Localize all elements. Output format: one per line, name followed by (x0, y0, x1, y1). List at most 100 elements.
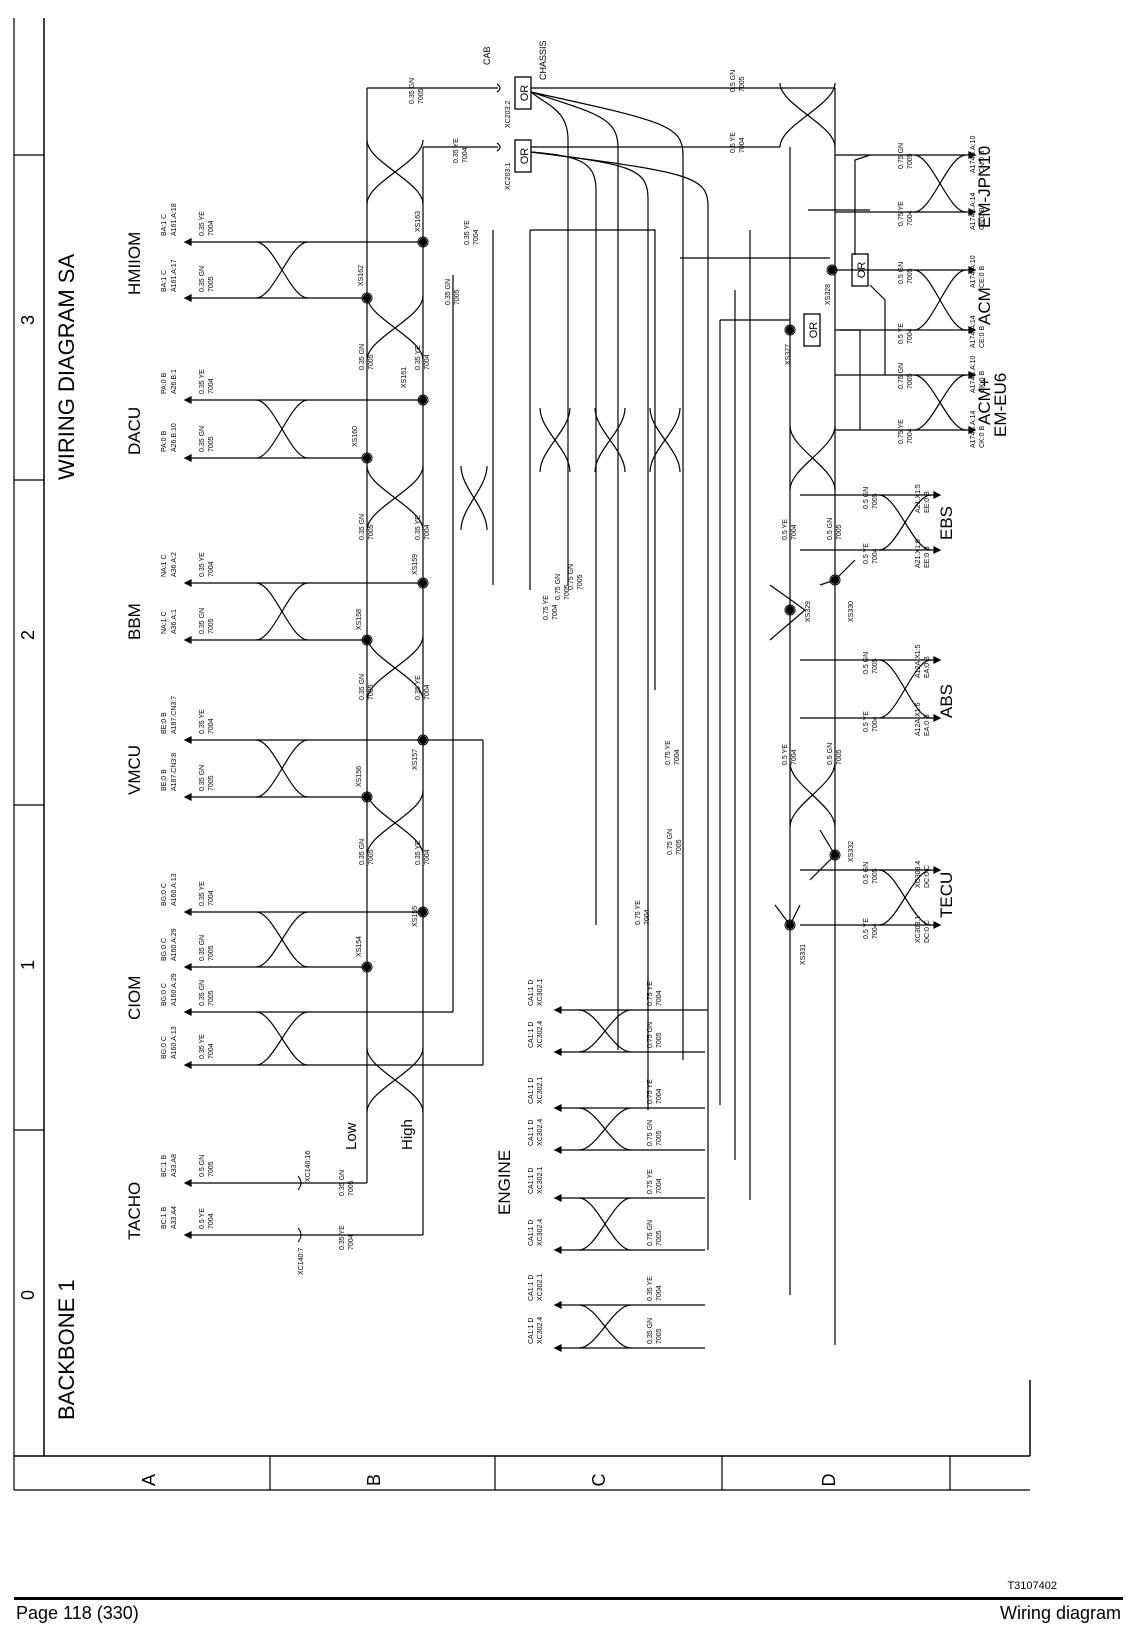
right-code-acm-0: 7005 (907, 268, 914, 284)
right-conn-tecu-1: DC:0 C (924, 920, 931, 943)
code-dacu-0: 7005 (208, 436, 215, 452)
column-label-2: 2 (18, 630, 38, 640)
b-wire-5: 0.35 YE (415, 675, 422, 700)
code-tacho-1: 7004 (208, 1213, 215, 1229)
conn-vmcu-0: BE:0 B (161, 769, 168, 791)
fan-2 (530, 91, 684, 156)
arrow-ciom-0 (183, 908, 192, 916)
right-wire-acm-1: 0.5 YE (898, 323, 905, 344)
right-arrow-ebs-0 (933, 491, 942, 499)
right-wire-abs-1: 0.5 YE (863, 711, 870, 732)
b-wire-1: 0.35 YE (415, 345, 422, 370)
c-code-5: 7004 (644, 909, 651, 925)
splice-label-xs160: XS160 (352, 426, 359, 447)
d-cross-b (819, 559, 856, 586)
splice-label-xs159: XS159 (412, 554, 419, 575)
arrow-ciom-2 (183, 1008, 192, 1016)
right-wire-abs-0: 0.5 GN (863, 652, 870, 674)
ecu-label-em-jpn10: EM-JPN10 (975, 146, 994, 228)
right-wire-tecu-1: 0.5 YE (863, 918, 870, 939)
right-arrow-em-jpn10-0 (968, 151, 977, 159)
b-code-6: 7005 (368, 849, 375, 865)
fan-4 (530, 151, 649, 199)
conn-vmcu-1: BE:0 B (161, 712, 168, 734)
engine-pin-1-0: XC302.1 (537, 1077, 544, 1104)
splice-hmiiom-0-ring (361, 292, 373, 304)
right-conn-acm-1: CE:0 B (979, 325, 986, 348)
splice-label-xs329: XS329 (805, 601, 812, 622)
splice-label-xs332: XS332 (848, 841, 855, 862)
d-link-jpn-a (854, 154, 871, 255)
d-code-1: 7005 (836, 524, 843, 540)
right-code-acm-1: 7004 (907, 328, 914, 344)
wire-ciom-0: 0.35 YE (199, 881, 206, 906)
ecu-label-vmcu: VMCU (125, 745, 144, 795)
splice-label-xs155: XS155 (412, 906, 419, 927)
column-label-3: 3 (18, 315, 38, 325)
splice-ciom-0 (418, 907, 428, 917)
right-arrow-abs-1 (933, 714, 942, 722)
d-cross-a (769, 584, 806, 641)
wires (183, 76, 977, 1352)
d-twist-b (789, 762, 836, 828)
conn-ciom-3: BG:0 C (161, 1036, 168, 1059)
arrow-tacho-0 (183, 1179, 192, 1187)
backbone-twist-5 (366, 1047, 424, 1113)
right-conn-ebs-1: EE:0 B (924, 546, 931, 568)
arrow-dacu-0 (183, 454, 192, 462)
right-conn-tecu-0: DC:0 C (924, 865, 931, 888)
d-wire-2: 0.5 YE (782, 744, 789, 765)
right-pin-em-jpn10-0: A174B.A:10 (970, 136, 977, 173)
right-pin-tecu-0: XC303.4 (915, 861, 922, 888)
right-arrow-acm--1 (968, 426, 977, 434)
engine-code-1-1: 7005 (656, 1130, 663, 1146)
chassis-top-wire-gn: 0.5 GN (730, 70, 737, 92)
engine-wire-2-1: 0.75 GN (647, 1220, 654, 1246)
b-code-1: 7004 (424, 354, 431, 370)
right-pin-abs-0: A12A.X1:5 (915, 644, 922, 678)
right-code-ebs-1: 7004 (872, 548, 879, 564)
ecu-label-tacho: TACHO (125, 1182, 144, 1240)
splice-ciom-1-ring (361, 961, 373, 973)
right-twist-ebs (878, 494, 932, 551)
arrow-tacho-1 (183, 1231, 192, 1239)
arrow-dacu-1 (183, 396, 192, 404)
pin-ciom-1: A160.A:29 (171, 928, 178, 961)
ecu-label-hmiiom: HMIIOM (125, 232, 144, 295)
arrow-vmcu-1 (183, 736, 192, 744)
splice-label-xs328: XS328 (825, 284, 832, 305)
conn-ciom-2: BG:0 C (161, 983, 168, 1006)
or-box-acm-plus-text: OR (808, 322, 820, 339)
twist-vmcu (255, 739, 309, 798)
engine-conn-1-1: CA1:1 D (528, 1120, 535, 1146)
row-label-d: D (819, 1474, 839, 1487)
d-link-acm-plus-b (869, 284, 886, 375)
engine-conn-2-1: CA1:1 D (528, 1220, 535, 1246)
code-vmcu-1: 7004 (208, 718, 215, 734)
splice-bbm-1-ring (417, 577, 429, 589)
engine-code-3-1: 7005 (656, 1328, 663, 1344)
engine-pin-0-0: XC302.1 (537, 979, 544, 1006)
b-wire-3: 0.35 YE (415, 515, 422, 540)
engine-wire-1-0: 0.75 YE (647, 1079, 654, 1104)
wire-ciom-2: 0.35 GN (199, 980, 206, 1006)
code-vmcu-0: 7005 (208, 775, 215, 791)
splice-xs331-ring (784, 919, 796, 931)
right-conn-em-jpn10-0: CN:0 B (979, 150, 986, 173)
right-pin-acm--1: A174B.A:14 (970, 411, 977, 448)
right-pin-acm-0: A174.A:10 (970, 255, 977, 288)
backbone-twist-3 (366, 635, 424, 701)
tacho-code-gn: 7005 (348, 1180, 355, 1196)
c-wire-3: 0.75 YE (665, 740, 672, 765)
engine-arrow-1-0 (553, 1104, 562, 1112)
code-tacho-0: 7005 (208, 1161, 215, 1177)
wire-ciom-1: 0.35 GN (199, 935, 206, 961)
wire-vmcu-1: 0.35 YE (199, 709, 206, 734)
conn-bbm-1: NA:1 C (161, 554, 168, 577)
engine-arrow-0-0 (553, 1006, 562, 1014)
tacho-wire-ye: 0.35 YE (339, 1225, 346, 1250)
top-wire-gn: 0.35 GN (409, 78, 416, 104)
pin-bbm-0: A36.A:1 (171, 609, 178, 634)
backbone-title: BACKBONE 1 (54, 1279, 79, 1420)
or-box-acm-plus (803, 313, 821, 347)
